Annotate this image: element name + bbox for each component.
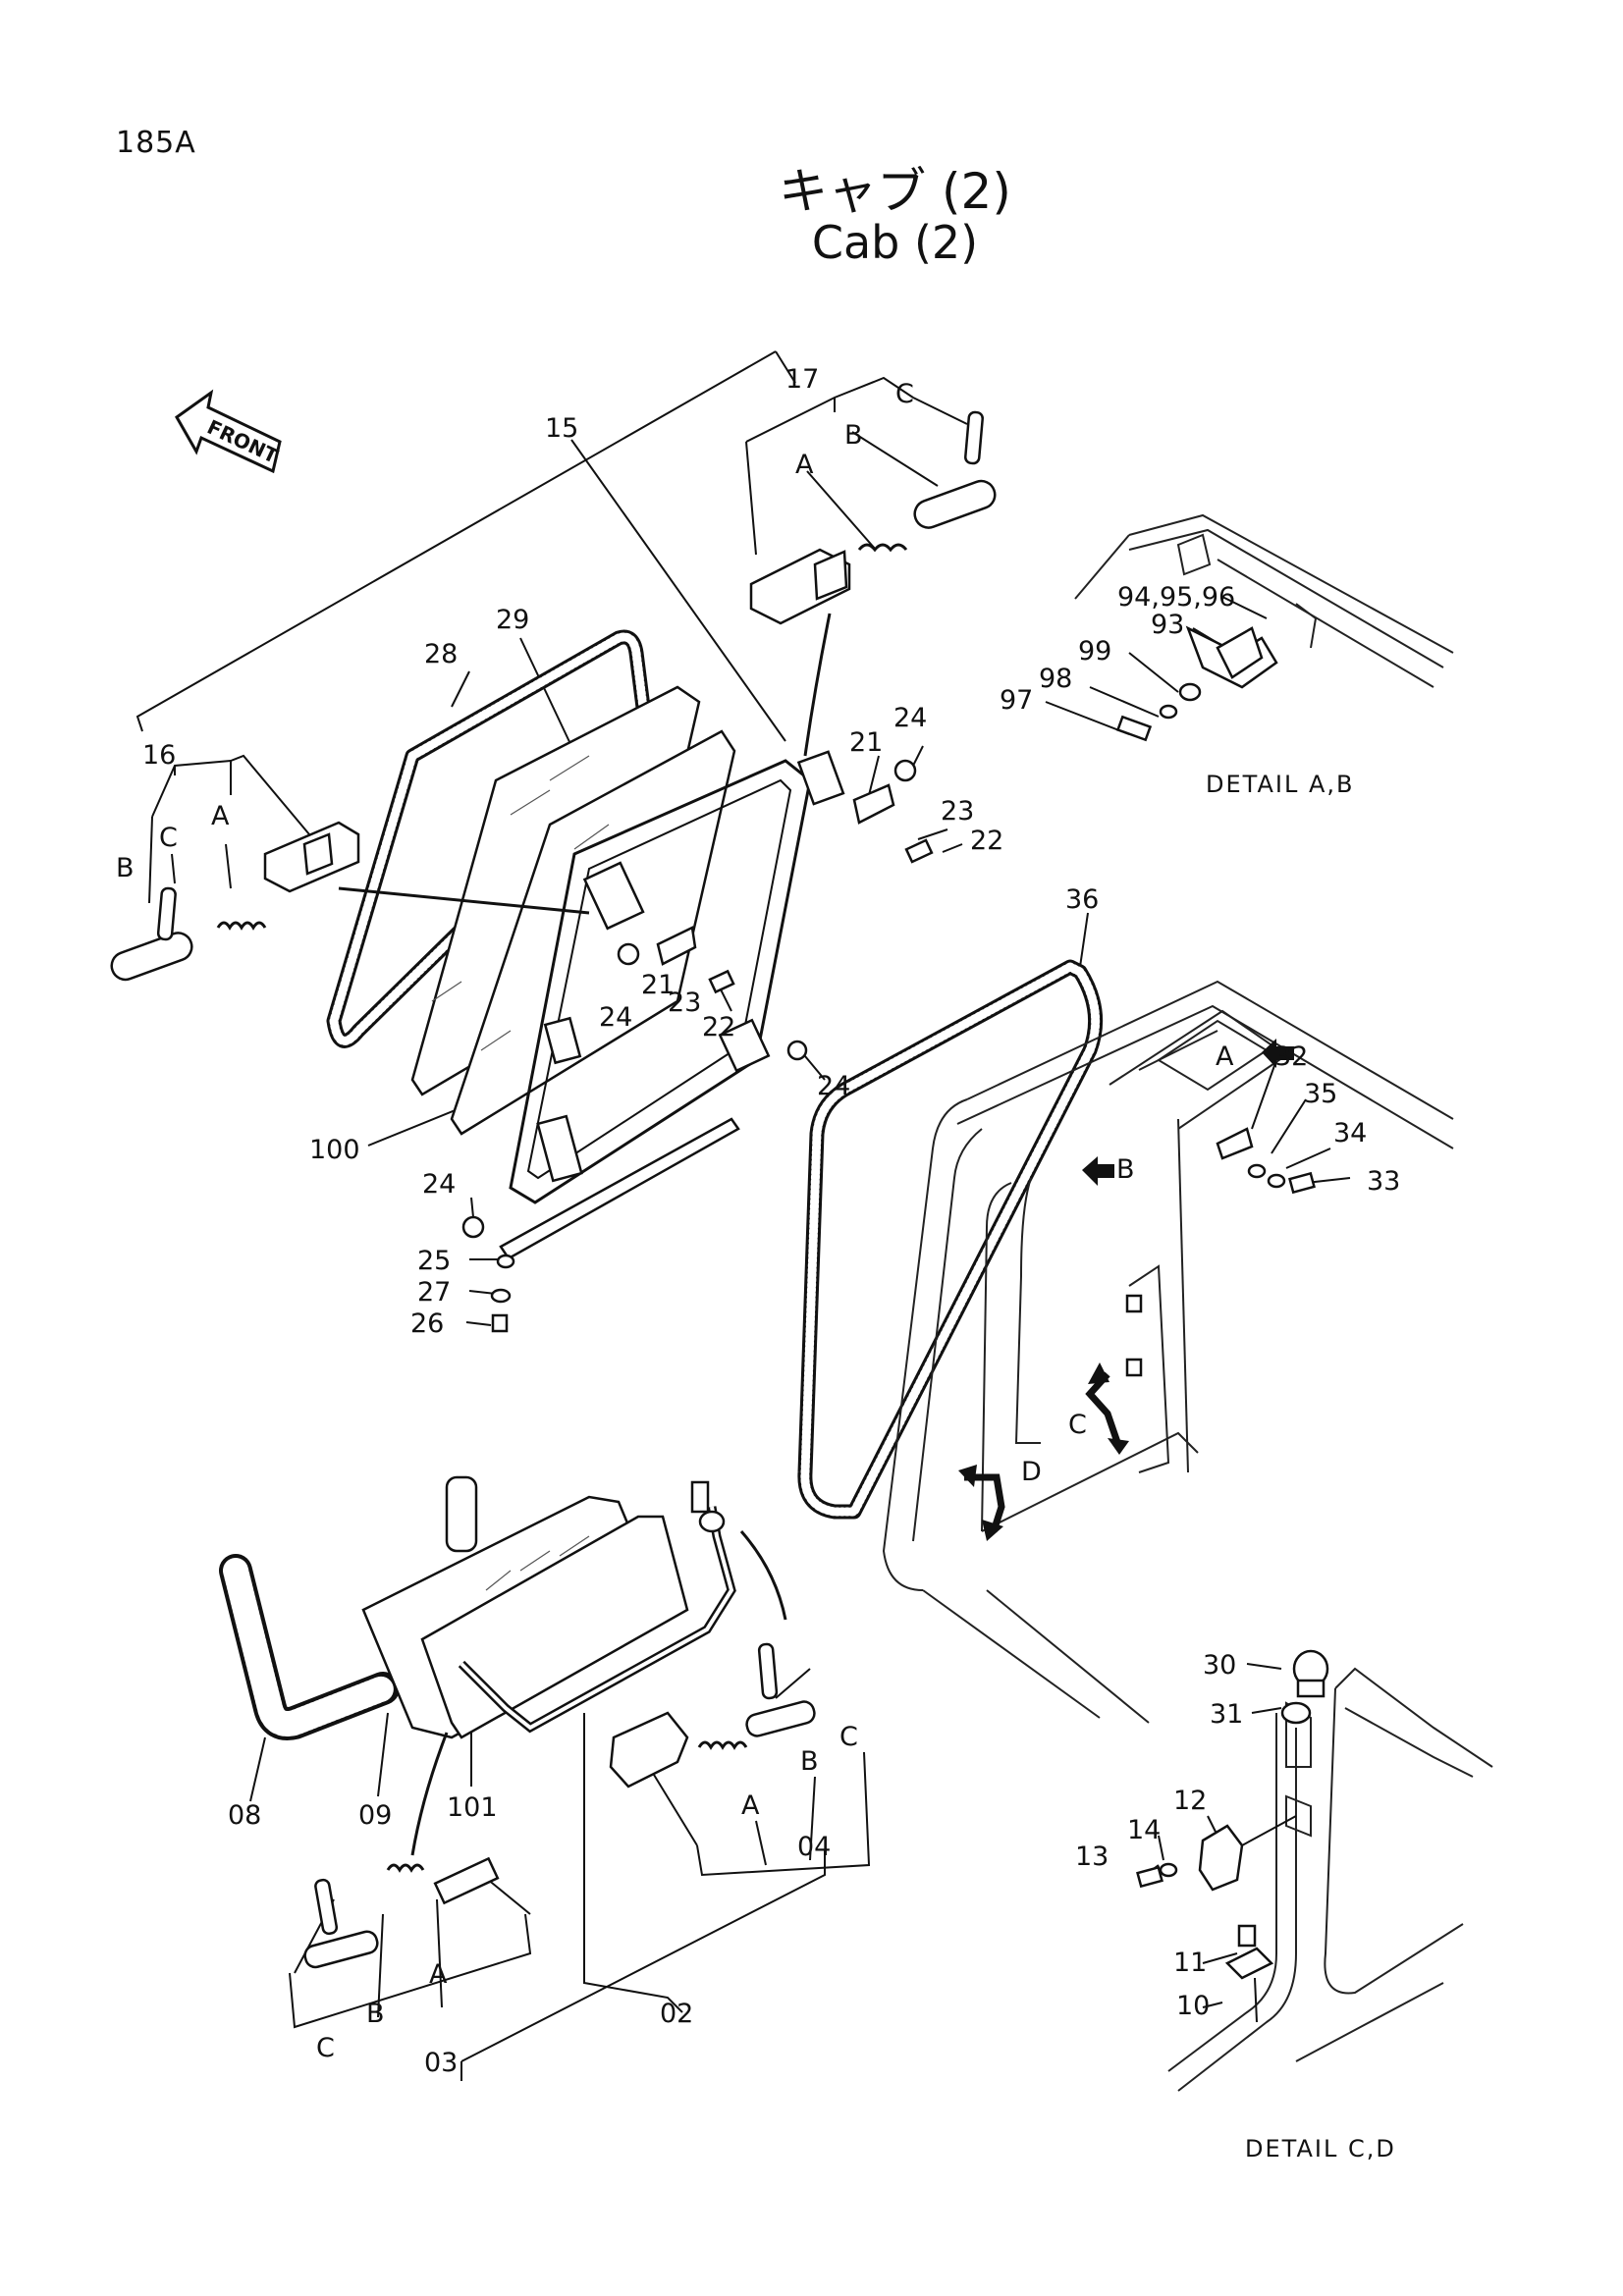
upper-window-assembly	[326, 613, 934, 1333]
callout-28: 28	[424, 639, 458, 669]
callout-16-a: A	[211, 801, 230, 831]
callout-04-b: B	[800, 1746, 819, 1777]
callout-16-c: C	[159, 823, 178, 853]
callout-10: 10	[1176, 1991, 1210, 2021]
callout-arrow-c: C	[1068, 1410, 1087, 1440]
callout-03: 03	[424, 2048, 458, 2078]
detail-ab	[1074, 513, 1454, 742]
glass-101	[420, 1515, 689, 1739]
callout-11: 11	[1173, 1948, 1207, 1978]
callout-97: 97	[1000, 685, 1033, 716]
callout-99: 99	[1078, 636, 1111, 667]
callout-09: 09	[358, 1800, 392, 1831]
callout-21a: 21	[849, 727, 883, 758]
callout-22b: 22	[702, 1012, 735, 1042]
callout-93: 93	[1151, 610, 1184, 640]
cab-body	[797, 959, 1454, 1724]
arrow-d-icon	[964, 1473, 1005, 1533]
callout-04: 04	[797, 1832, 831, 1862]
callout-17-a: A	[795, 450, 814, 480]
detail-ab-label: DETAIL A,B	[1206, 771, 1355, 798]
callout-35: 35	[1304, 1079, 1337, 1109]
callout-36: 36	[1065, 884, 1099, 915]
callout-16-b: B	[116, 853, 135, 883]
gasket-36	[797, 959, 1104, 1520]
latch-16	[110, 821, 360, 982]
callout-13: 13	[1075, 1842, 1109, 1872]
front-arrow-icon: FRONT	[175, 389, 282, 474]
callout-03-b: B	[366, 1999, 385, 2029]
callout-34: 34	[1333, 1118, 1367, 1148]
callout-27: 27	[417, 1277, 451, 1308]
callout-03-a: A	[429, 1959, 448, 1990]
callout-24b: 24	[599, 1002, 632, 1033]
callout-24c: 24	[817, 1071, 850, 1101]
callout-31: 31	[1210, 1699, 1243, 1730]
callout-15: 15	[545, 413, 578, 444]
callout-arrow-d: D	[1021, 1457, 1042, 1487]
callout-100: 100	[309, 1135, 360, 1165]
callout-17-c: C	[895, 379, 914, 409]
title-english: Cab (2)	[811, 216, 979, 269]
callout-12: 12	[1173, 1786, 1207, 1816]
callout-14: 14	[1127, 1815, 1161, 1845]
callout-32: 32	[1274, 1041, 1308, 1072]
callout-29: 29	[496, 605, 529, 635]
callout-04-a: A	[741, 1790, 760, 1821]
callout-02: 02	[660, 1999, 693, 2029]
callout-25: 25	[417, 1246, 451, 1276]
detail-cd-label: DETAIL C,D	[1245, 2135, 1396, 2163]
callout-08: 08	[228, 1800, 261, 1831]
callout-33: 33	[1367, 1166, 1400, 1197]
glass-100	[450, 729, 736, 1136]
callout-23a: 23	[941, 796, 974, 827]
callout-arrow-a: A	[1216, 1041, 1234, 1072]
callout-03-c: C	[316, 2033, 335, 2063]
callout-22a: 22	[970, 826, 1003, 856]
callout-16: 16	[142, 740, 176, 771]
callout-94-95-96: 94,95,96	[1117, 582, 1235, 613]
arrow-c-icon	[1085, 1371, 1123, 1450]
title-japanese: キャブ (2)	[779, 163, 1011, 220]
callout-21b: 21	[641, 970, 675, 1000]
callout-26: 26	[410, 1308, 444, 1339]
callout-24d: 24	[422, 1169, 456, 1200]
callout-04-c: C	[839, 1722, 858, 1752]
page-number: 185A	[116, 126, 196, 160]
callout-23b: 23	[668, 988, 701, 1018]
detail-cd	[1136, 1649, 1493, 2092]
lower-window-assembly	[219, 1475, 816, 1969]
callout-17-b: B	[844, 420, 863, 451]
callout-labels: 17 C B A 15 16 A C B 28 29 21 24 23 22 2…	[116, 364, 1400, 2078]
callout-arrow-b: B	[1116, 1154, 1135, 1185]
latch-17	[749, 410, 997, 625]
callout-30: 30	[1203, 1650, 1236, 1681]
arrow-a-icon	[1262, 1039, 1294, 1068]
callout-101: 101	[447, 1792, 498, 1823]
callout-24a: 24	[893, 703, 927, 733]
callout-17: 17	[785, 364, 819, 395]
callout-98: 98	[1039, 664, 1072, 694]
arrow-b-icon	[1082, 1156, 1114, 1186]
